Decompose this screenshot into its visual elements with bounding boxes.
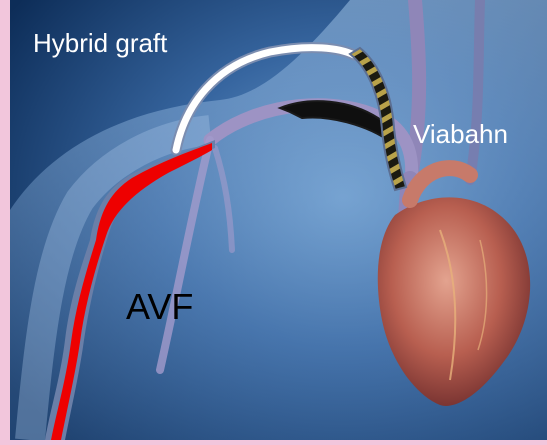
viabahn-label: Viabahn <box>413 121 508 147</box>
avf-label: AVF <box>126 289 193 325</box>
illustration-svg <box>10 0 547 440</box>
anatomy-illustration <box>10 0 547 440</box>
hybrid-graft-label: Hybrid graft <box>33 30 167 56</box>
